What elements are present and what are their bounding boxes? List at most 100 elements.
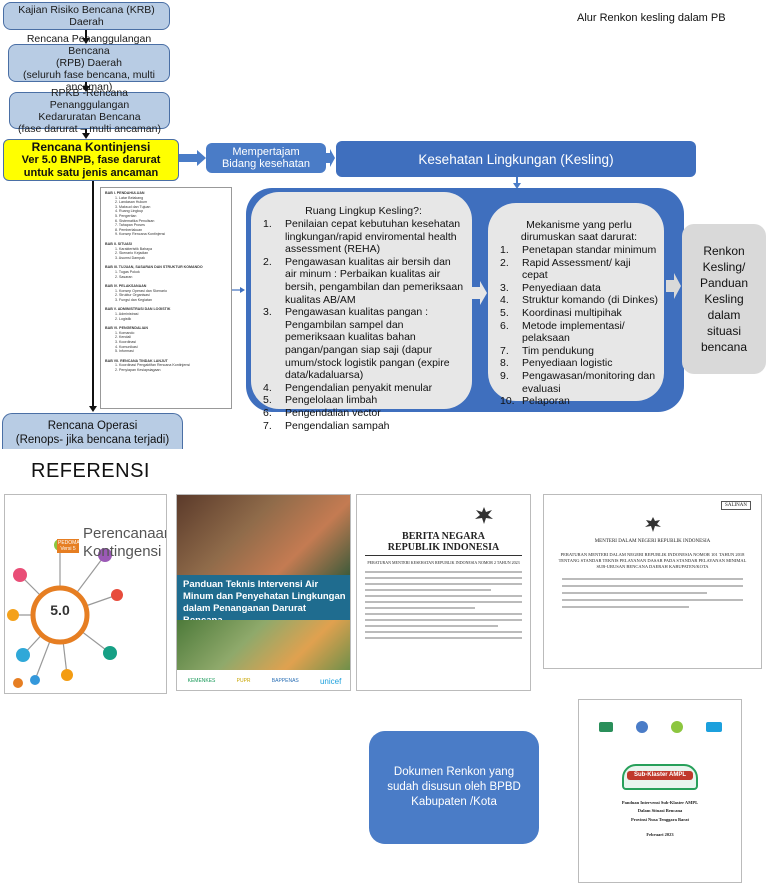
doc5-sub1: Dalam Situasi Bencana [637,808,683,813]
mekanisme-title-2: dirumuskan saat darurat: [520,231,638,243]
ref-doc-permendagri: SALINAN MENTERI DALAM NEGERI REPUBLIK IN… [543,494,762,669]
unicef-logo: unicef [319,676,342,686]
mekanisme-item-number: 2. [500,256,509,269]
outline-item: 7. Tahapan Proses [115,223,145,228]
ruang-lingkup-item-number: 2. [263,255,272,268]
renkon-box: Rencana Kontinjensi Ver 5.0 BNPB, fase d… [3,139,179,181]
outline-item: 6. Sistematika Penulisan [115,218,155,223]
outline-item: 3. Fungsi dan Kegiatan [115,297,152,302]
mekanisme-item-number: 7. [500,344,509,357]
mekanisme-item: 7. Tim pendukung [500,345,658,358]
outline-item: 8. Pemberlakuan [115,227,143,232]
result-line-6: situasi [706,324,741,338]
kesling-box: Kesehatan Lingkungan (Kesling) [336,141,696,177]
mekanisme-item-number: 3. [500,281,509,294]
mekanisme-item-number: 6. [500,319,509,332]
mekanisme-item: 1. Penetapan standar minimum [500,244,658,257]
arrowhead [82,133,90,139]
arrow-renkon-to-mempertajam [179,150,206,166]
ruang-lingkup-item: 6.Pengendalian vector [263,407,464,420]
mekanisme-item-text: Penetapan standar minimum [522,244,657,256]
ruang-lingkup-panel: Ruang Lingkup Kesling?: 1.Penilaian cepa… [251,192,472,432]
kemenkes-logo: KEMENKES [187,678,216,684]
arrow-kesling-down [513,177,521,189]
mekanisme-item-number: 5. [500,306,509,319]
renkon-line-3: untuk satu jenis ancaman [23,167,159,179]
bappenas-logo: BAPPENAS [271,678,299,684]
rpb-line-2: (RPB) Daerah [56,57,122,69]
referensi-heading: REFERENSI [31,460,150,482]
result-line-2: Kesling/ [702,260,746,274]
mekanisme-item-number: 8. [500,357,509,370]
krb-label: Kajian Risiko Bencana (KRB) Daerah [18,4,155,28]
doc4-body-lines [552,578,753,608]
doc3-body-lines [365,571,522,639]
ref-doc-sub-klaster-ampl: Sub-Klaster AMPL Panduan Intervensi Sub-… [578,699,742,883]
mekanisme-item-number: 1. [500,244,509,256]
outline-section-title: BAB VII. RENCANA TINDAK LANJUT [105,358,168,363]
ruang-lingkup-title: Ruang Lingkup Kesling?: [305,205,422,217]
ruang-lingkup-item: 4.Pengendalian penyakit menular [263,382,464,395]
mekanisme-item-text: Rapid Assessment/ kaji cepat [522,256,631,282]
arrowhead [82,38,90,44]
mempertajam-box: Mempertajam Bidang kesehatan [206,143,326,173]
result-line-1: Renkon [703,244,745,258]
mekanisme-item: 8.Penyediaan logistic [500,357,658,370]
mekanisme-item: 2. Rapid Assessment/ kaji cepat [500,257,658,282]
renkon-line-2: Ver 5.0 BNPB, fase darurat [21,154,161,166]
arrow-to-kesling [326,149,335,167]
ruang-lingkup-item-text: Pengambilan sampel dan pemeriksaan kuali… [285,318,450,382]
ref-doc-perencanaan-kontingensi: 5.0 PEDOMAN Versi 5 Perencanaan Kontinge… [4,494,167,694]
connector [85,129,87,135]
ruang-lingkup-item: Pengambilan sampel dan pemeriksaan kuali… [263,319,464,382]
outline-item: 3. Asumsi Dampak [115,255,145,260]
doc2-photo-bottom [177,620,350,670]
arrow-outline-to-panel [232,287,245,293]
doc4-tag: SALINAN [721,501,751,510]
doc5-date: Februari 2023 [646,832,674,837]
pupr-logo: PUPR [236,678,251,684]
partner-logo-4 [705,722,722,732]
ruang-lingkup-item-text: Pengawasan kualitas pangan : [285,306,429,319]
mekanisme-list: 1. Penetapan standar minimum 2. Rapid Asses… [500,244,658,408]
result-line-4: Kesling [704,292,744,306]
mekanisme-item: 4.Struktur komando (di Dinkes) [500,294,658,307]
result-line-5: dalam [707,308,741,322]
outline-item: 2. Landasan Hukum [115,200,148,205]
mekanisme-item-text: Tim pendukung [522,344,594,357]
outline-item: 4. Ruang Lingkup [115,209,144,214]
outline-item: 1. Koordinasi Pengaktifan Rencana Kontin… [115,363,190,368]
mekanisme-panel: Mekanisme yang perlu dirumuskan saat dar… [488,203,664,407]
outline-item: 3. Koordinasi [115,340,136,345]
ruang-lingkup-item-number: 7. [263,419,272,432]
mekanisme-item-number: 10. [500,395,515,408]
ruang-lingkup-item: 3.Pengawasan kualitas pangan : [263,306,464,319]
result-line-7: bencana [700,340,748,354]
mempertajam-line-1: Mempertajam [232,146,300,158]
doc2-photo-top [177,495,350,575]
partner-logo-1 [598,722,613,732]
arrow-ruang-to-mekanisme [472,281,487,305]
doc1-title-2: Kontingensi [83,543,162,560]
mekanisme-item-number: 4. [500,294,509,307]
outline-item: 3. Maksud dan Tujuan [115,204,151,209]
outline-section-title: BAB VI. PENGENDALIAN [105,326,148,331]
ruang-lingkup-item-text: Pengendalian penyakit menular [285,381,433,394]
connector [85,30,87,40]
outline-item: 1. Karakteristik Bahaya [115,246,152,251]
doc5-ampl-logo-text: Sub-Klaster AMPL [627,771,693,780]
mekanisme-item-number: 9. [500,369,509,382]
outline-section-title: BAB IV. PELAKSANAAN [105,284,147,289]
mekanisme-item: 10.Pelaporan [500,395,658,408]
ref-doc-panduan-teknis: Panduan Teknis Intervensi Air Minum dan … [176,494,351,691]
ruang-lingkup-item: 5.Pengelolaan limbah [263,394,464,407]
mekanisme-title-1: Mekanisme yang perlu [526,219,632,231]
mekanisme-item-text: Penyediaan data [522,281,601,294]
connector [85,82,87,88]
diagram-title: Alur Renkon kesling dalam PB [577,12,726,24]
renops-box: Rencana Operasi (Renops- jika bencana te… [2,413,183,449]
ruang-lingkup-item-text: Pengawasan kualitas air bersih dan air m… [285,255,464,306]
network-graphic [7,539,123,685]
